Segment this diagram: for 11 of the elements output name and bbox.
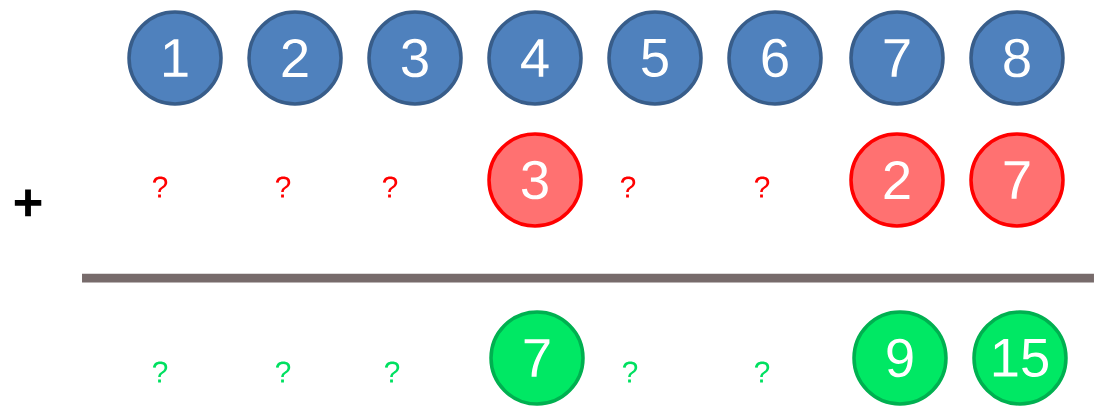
question-mark: ? [152,361,168,383]
plus-sign: + [14,189,42,217]
question-mark: ? [382,176,398,198]
question-mark: ? [754,176,770,198]
question-mark: ? [152,176,168,198]
question-mark: ? [275,361,291,383]
question-mark: ? [622,361,638,383]
question-mark: ? [275,176,291,198]
question-mark: ? [384,361,400,383]
question-mark: ? [620,176,636,198]
question-mark: ? [754,361,770,383]
